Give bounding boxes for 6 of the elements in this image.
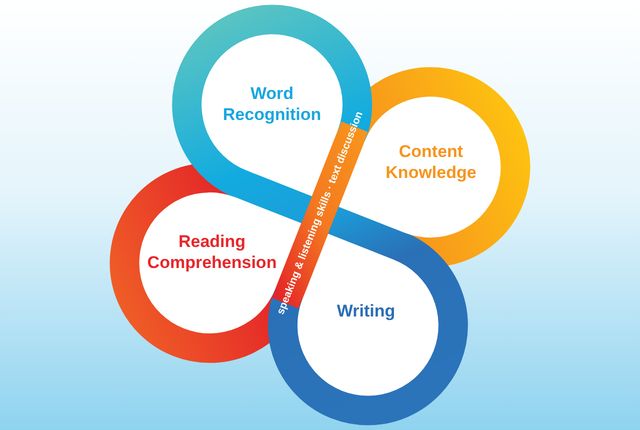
topic-label: Word Recognition <box>222 83 322 125</box>
topic-label: Writing <box>336 300 396 322</box>
topic-label: Content Knowledge <box>384 141 478 183</box>
topic-label: Reading Comprehension <box>146 231 278 273</box>
ribbon-band <box>110 67 530 363</box>
ribbon-band <box>172 4 468 426</box>
